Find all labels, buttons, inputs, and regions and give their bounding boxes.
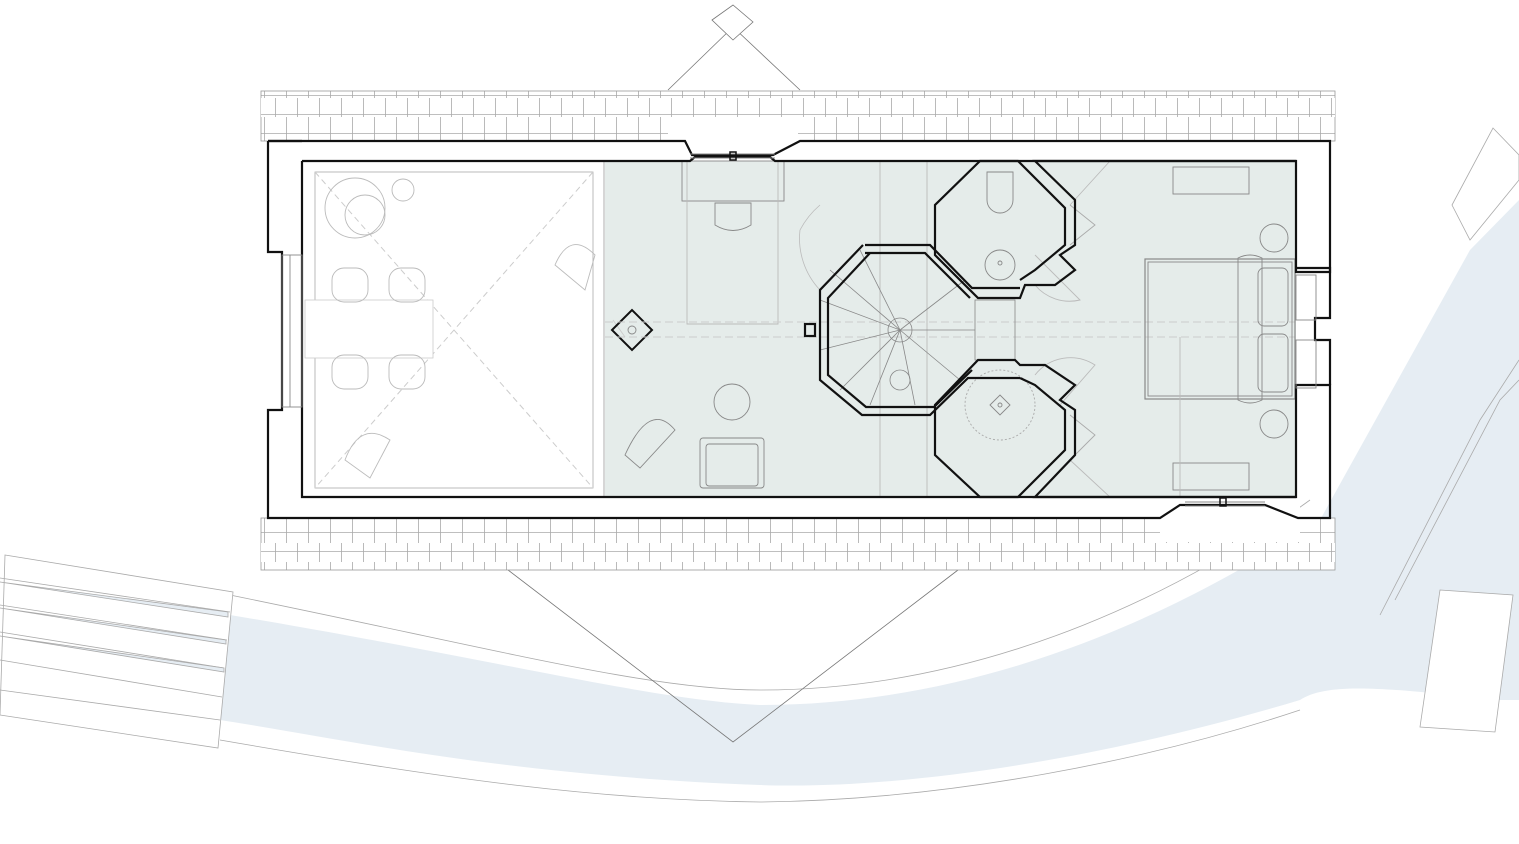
roof-tiles [260,90,1336,571]
terrace [301,160,605,498]
bridge-right [1419,589,1514,733]
bedroom-furniture [1144,166,1296,497]
study-furniture [605,160,1295,497]
bridge-left [0,554,234,749]
river [219,127,1519,803]
interior-floor [605,161,1296,497]
spiral-stair [799,204,1016,406]
windows [281,151,1317,507]
roof-hip-lines [507,4,959,743]
